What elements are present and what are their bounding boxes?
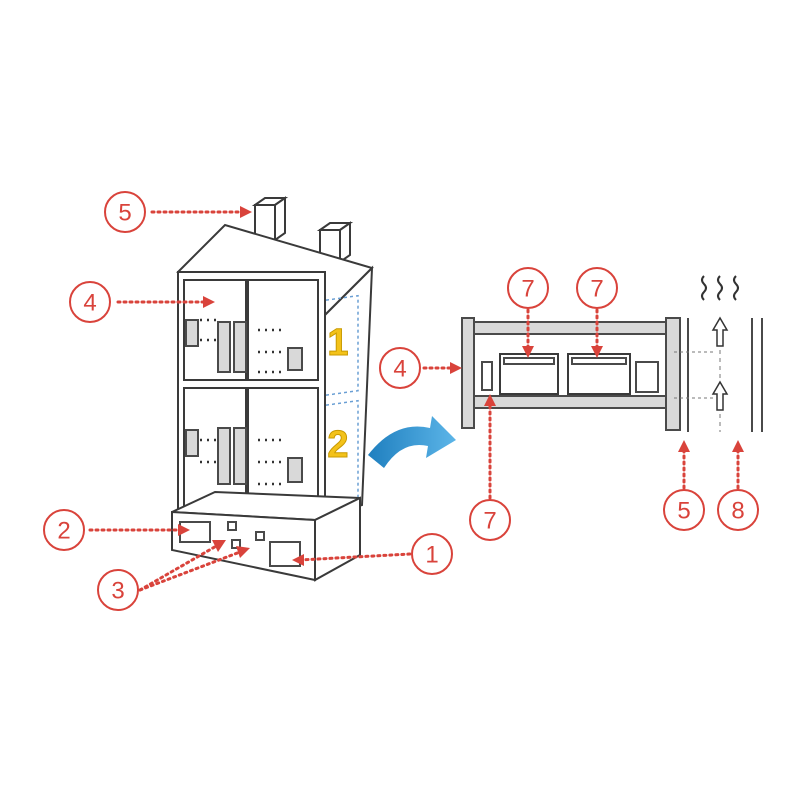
exhaust-duct-left (251, 196, 289, 242)
storage-cabinet: 1 2 (171, 196, 374, 582)
svg-text:8: 8 (731, 498, 744, 525)
svg-text:7: 7 (521, 276, 534, 303)
wavy-heat-icon (701, 275, 739, 301)
callout-2: 2 (43, 509, 190, 551)
svg-text:5: 5 (677, 498, 690, 525)
curved-arrow-icon (368, 416, 456, 468)
svg-text:4: 4 (83, 290, 96, 317)
callout-4-left: 4 (69, 281, 215, 323)
svg-text:7: 7 (483, 508, 496, 535)
svg-text:1: 1 (425, 542, 438, 569)
shelf-label-lower: 2 (327, 424, 348, 466)
callout-3: 3 (97, 540, 250, 611)
cabinet-section-detail (461, 275, 763, 432)
callout-8: 8 (717, 440, 759, 531)
svg-text:5: 5 (118, 200, 131, 227)
container-right (567, 353, 631, 395)
upper-compartment (183, 279, 319, 381)
cabinet-base (171, 490, 361, 582)
container-left (499, 353, 559, 395)
callout-1: 1 (292, 533, 453, 575)
callout-4-right: 4 (379, 347, 462, 389)
callout-7-c: 7 (469, 394, 511, 541)
svg-text:2: 2 (57, 518, 70, 545)
callout-7-a: 7 (507, 267, 549, 358)
svg-text:7: 7 (590, 276, 603, 303)
callout-5-top: 5 (104, 191, 252, 233)
svg-text:3: 3 (111, 578, 124, 605)
callout-5-right: 5 (663, 440, 705, 531)
airflow-arrow-lower (711, 380, 729, 411)
shelf-label-upper: 1 (327, 322, 348, 364)
svg-text:4: 4 (393, 356, 406, 383)
airflow-arrow-upper (711, 316, 729, 347)
callout-7-b: 7 (576, 267, 618, 358)
